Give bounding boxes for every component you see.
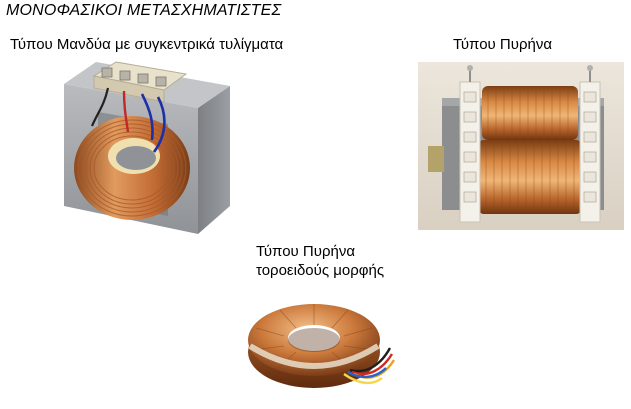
coil [74, 116, 190, 220]
terminal-block [92, 61, 188, 103]
core-type-transformer-image [418, 62, 624, 230]
shell-type-transformer-image [58, 56, 236, 240]
toroidal-transformer-image [240, 290, 396, 402]
coil-upper [482, 86, 578, 140]
caption-core-type: Τύπου Πυρήνα [453, 36, 552, 53]
caption-shell-type: Τύπου Μανδύα με συγκεντρικά τυλίγματα [10, 36, 284, 53]
caption-toroidal-type: Τύπου Πυρήνα τοροειδούς μορφής [256, 242, 384, 280]
caption-toroidal-line2: τοροειδούς μορφής [256, 262, 385, 279]
caption-toroidal-line1: Τύπου Πυρήνα [256, 243, 355, 260]
coil-lower [478, 140, 582, 214]
page-title: ΜΟΝΟΦΑΣΙΚΟΙ ΜΕΤΑΣΧΗΜΑΤΙΣΤΕΣ [6, 2, 282, 19]
lead-wires [343, 347, 396, 385]
